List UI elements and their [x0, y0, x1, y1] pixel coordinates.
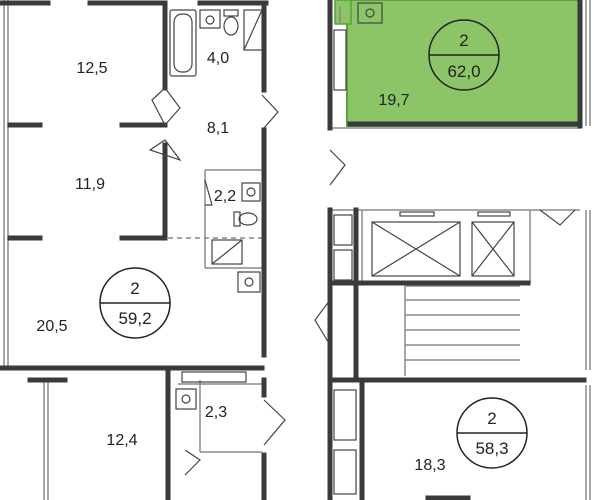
apartment-total-area: 58,3: [475, 439, 508, 458]
elevator-right-icon: [471, 211, 515, 277]
shower-icon: [181, 371, 247, 383]
toilet-icon: [233, 211, 258, 227]
thin-lines: [3, 0, 591, 500]
room-area-label: 4,0: [207, 50, 229, 67]
room-area-label: 18,3: [414, 457, 445, 474]
room-area-label: 2,3: [205, 404, 227, 421]
bathtub-icon: [169, 9, 197, 77]
elevator-left-icon: [371, 211, 461, 277]
apartment-badge-62[interactable]: 2 62,0: [428, 19, 500, 91]
shower-icon: [211, 239, 243, 265]
room-area-label: 2,2: [214, 188, 236, 205]
sink-icon: [199, 9, 221, 29]
apartment-rooms-count: 2: [130, 279, 139, 298]
apartment-rooms-count: 2: [459, 31, 468, 50]
sink-icon: [175, 388, 197, 410]
door-swing-icon: [148, 87, 576, 476]
apartment-badge-58[interactable]: 2 58,3: [456, 397, 528, 469]
sink-icon: [241, 182, 261, 202]
apartment-total-area: 59,2: [118, 309, 151, 328]
sink-icon: [237, 271, 261, 293]
toilet-icon: [223, 9, 239, 36]
apartment-badge-59[interactable]: 2 59,2: [99, 267, 171, 339]
room-area-label: 12,5: [76, 60, 107, 77]
room-area-label: 19,7: [378, 92, 409, 109]
room-area-label: 20,5: [36, 318, 67, 335]
room-area-label: 12,4: [106, 432, 137, 449]
apartment-total-area: 62,0: [447, 62, 480, 81]
room-area-label: 8,1: [207, 120, 229, 137]
room-area-label: 11,9: [75, 176, 105, 193]
washing-machine-icon: [243, 9, 263, 51]
apartment-rooms-count: 2: [487, 409, 496, 428]
storage-cabinet-icon: [333, 29, 357, 495]
sink-icon: [357, 2, 383, 24]
fixtures: [148, 2, 576, 495]
